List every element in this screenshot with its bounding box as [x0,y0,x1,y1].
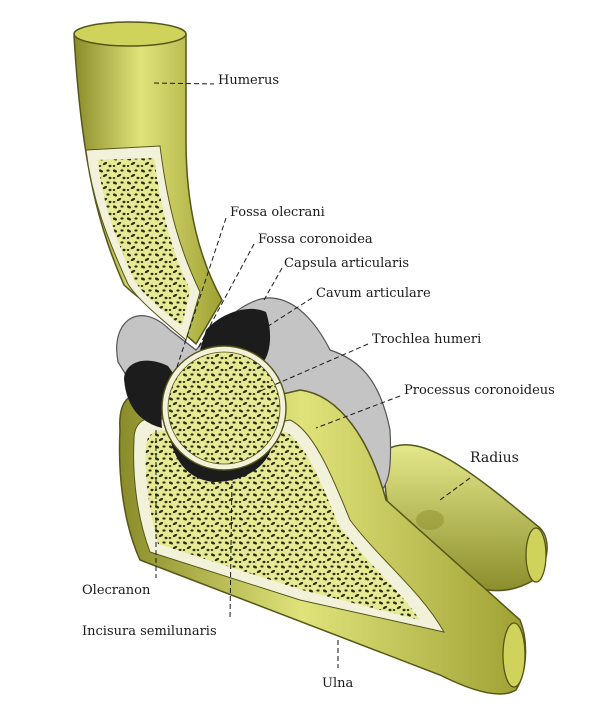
trochlea-humeri [161,345,287,471]
label-radius: Radius [470,450,519,466]
label-incisura-semilunaris: Incisura semilunaris [82,624,217,639]
label-trochlea-humeri: Trochlea humeri [372,332,481,347]
leader-capsula-articularis [263,267,283,301]
leader-humerus [153,82,215,85]
label-humerus: Humerus [218,73,279,88]
leader-fossa-coronoidea [197,243,255,349]
leader-fossa-olecrani [175,217,227,371]
humerus-bone [73,21,223,346]
label-fossa-olecrani: Fossa olecrani [230,205,325,220]
label-processus-coronoideus: Processus coronoideus [404,383,555,398]
label-fossa-coronoidea: Fossa coronoidea [258,232,373,247]
label-cavum-articulare: Cavum articulare [316,286,431,301]
leader-cavum-articulare [261,297,313,331]
leader-radius [439,477,471,501]
leader-processus-coronoideus [315,395,401,429]
leader-trochlea-humeri [257,343,369,393]
label-capsula-articularis: Capsula articularis [284,256,409,271]
label-ulna: Ulna [322,676,353,691]
labels: Humerus Fossa olecrani Fossa coronoidea … [82,73,555,691]
label-olecranon: Olecranon [82,583,151,598]
leader-lines [153,82,471,668]
joint-cavities [124,308,272,482]
